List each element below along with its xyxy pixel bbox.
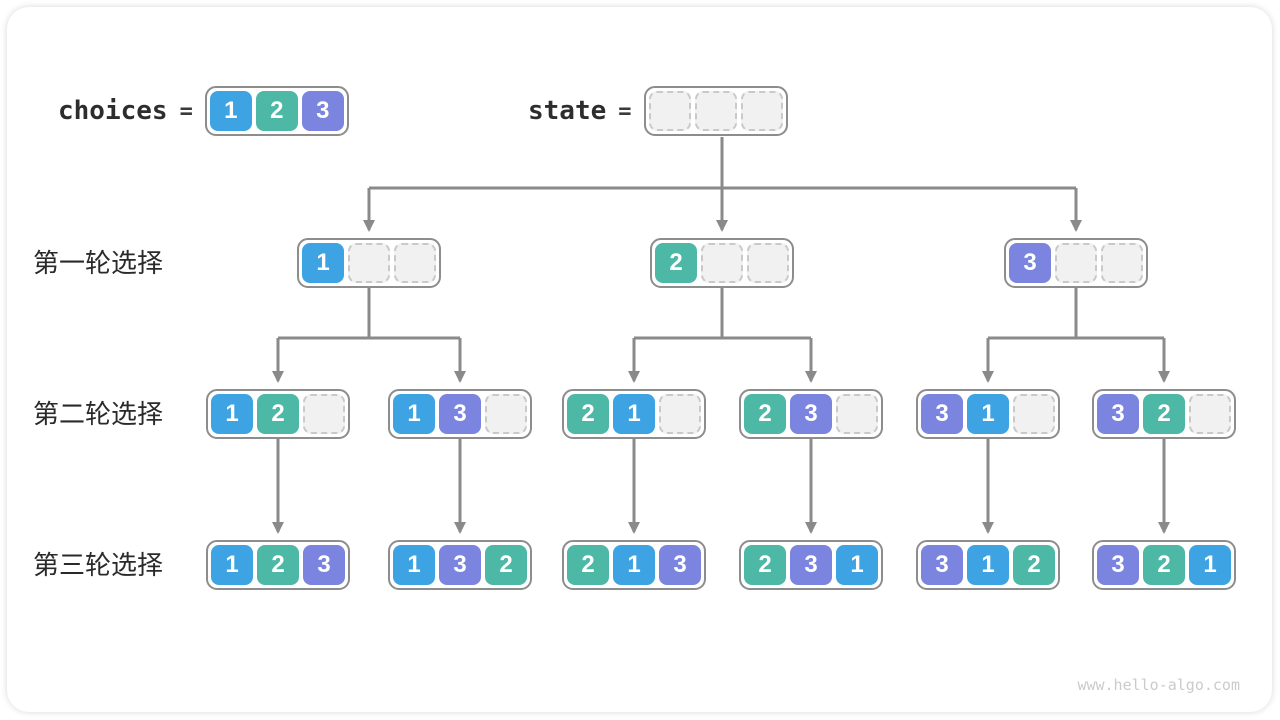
value-cell: 3 <box>1097 394 1139 434</box>
empty-slot <box>303 394 345 434</box>
choices-label: choices <box>58 96 168 126</box>
value-cell: 3 <box>659 545 701 585</box>
value-cell: 3 <box>1009 243 1051 283</box>
state-node-r1-2: 2 <box>650 238 794 288</box>
empty-slot <box>1055 243 1097 283</box>
value-cell: 2 <box>567 394 609 434</box>
value-cell: 1 <box>393 394 435 434</box>
value-cell: 2 <box>485 545 527 585</box>
round-2-label: 第二轮选择 <box>33 399 164 429</box>
empty-slot <box>1189 394 1231 434</box>
value-cell: 1 <box>613 545 655 585</box>
state-label: state <box>528 96 607 126</box>
round-1-label: 第一轮选择 <box>33 248 164 278</box>
empty-slot <box>659 394 701 434</box>
state-node-r1-1: 1 <box>297 238 441 288</box>
empty-slot <box>485 394 527 434</box>
value-cell: 3 <box>921 394 963 434</box>
empty-slot <box>740 91 783 131</box>
empty-slot <box>747 243 789 283</box>
empty-slot <box>701 243 743 283</box>
value-cell: 3 <box>303 545 345 585</box>
empty-slot <box>1013 394 1055 434</box>
value-cell: 2 <box>1143 545 1185 585</box>
empty-slot <box>394 243 436 283</box>
value-cell: 1 <box>211 394 253 434</box>
value-cell: 2 <box>257 394 299 434</box>
state-group: state = <box>528 86 788 136</box>
equals-sign: = <box>618 98 632 124</box>
value-cell: 1 <box>613 394 655 434</box>
watermark: www.hello-algo.com <box>1077 676 1240 694</box>
value-cell: 1 <box>209 91 252 131</box>
value-cell: 3 <box>1097 545 1139 585</box>
empty-slot <box>694 91 737 131</box>
value-cell: 1 <box>211 545 253 585</box>
value-cell: 1 <box>393 545 435 585</box>
value-cell: 1 <box>1189 545 1231 585</box>
value-cell: 2 <box>255 91 298 131</box>
value-cell: 2 <box>1143 394 1185 434</box>
empty-slot <box>648 91 691 131</box>
value-cell: 3 <box>301 91 344 131</box>
round-3-label: 第三轮选择 <box>33 550 164 580</box>
value-cell: 2 <box>744 545 786 585</box>
value-cell: 2 <box>744 394 786 434</box>
empty-slot <box>836 394 878 434</box>
value-cell: 2 <box>567 545 609 585</box>
value-cell: 2 <box>655 243 697 283</box>
value-cell: 1 <box>967 394 1009 434</box>
value-cell: 1 <box>836 545 878 585</box>
value-cell: 3 <box>439 545 481 585</box>
value-cell: 2 <box>257 545 299 585</box>
value-cell: 3 <box>439 394 481 434</box>
state-node-r1-3: 3 <box>1004 238 1148 288</box>
empty-slot <box>348 243 390 283</box>
value-cell: 2 <box>1013 545 1055 585</box>
empty-slot <box>1101 243 1143 283</box>
value-cell: 1 <box>302 243 344 283</box>
equals-sign: = <box>179 98 193 124</box>
value-cell: 1 <box>967 545 1009 585</box>
value-cell: 3 <box>921 545 963 585</box>
value-cell: 3 <box>790 545 832 585</box>
state-box <box>643 86 788 136</box>
value-cell: 3 <box>790 394 832 434</box>
